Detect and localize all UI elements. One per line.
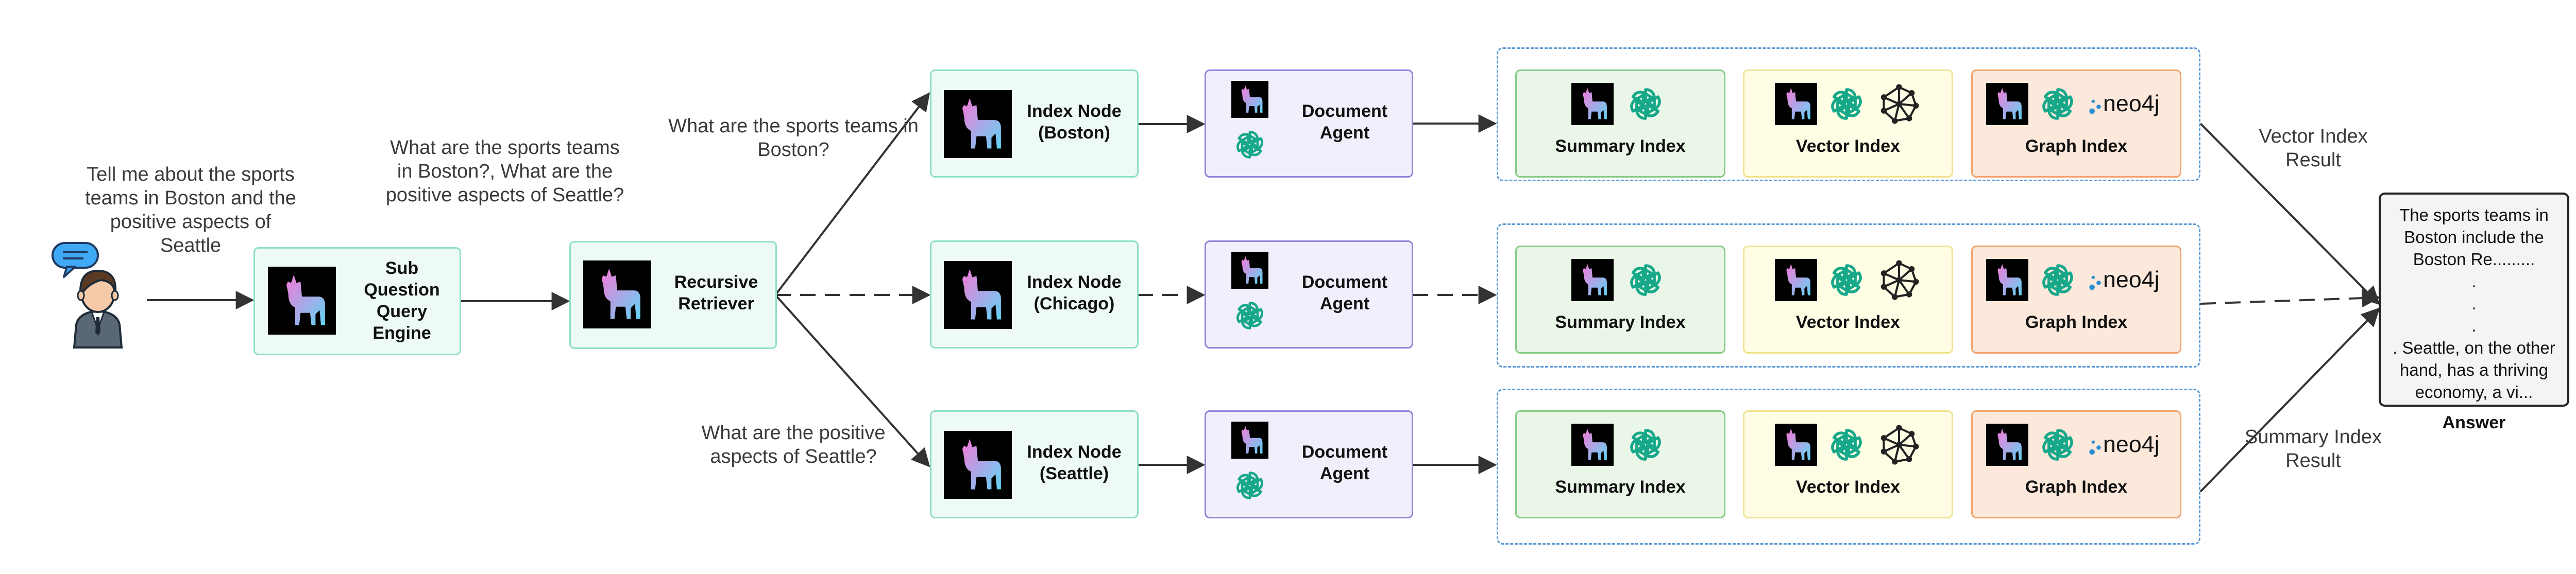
openai-icon bbox=[1826, 260, 1867, 300]
summary-index-label: Summary Index bbox=[1555, 477, 1686, 497]
llama-icon bbox=[944, 90, 1012, 158]
answer-line: Boston Re......... bbox=[2413, 250, 2535, 269]
summary-index-label: Summary Index bbox=[1555, 312, 1686, 332]
vector-index-label: Vector Index bbox=[1795, 312, 1901, 332]
llama-icon bbox=[1231, 81, 1268, 118]
llama-icon bbox=[944, 261, 1012, 329]
neo4j-logo: neo4j bbox=[2087, 87, 2169, 120]
index-node-label: Index Node (Boston) bbox=[1027, 101, 1122, 143]
graph-index-label: Graph Index bbox=[2025, 136, 2128, 156]
graph-network-icon bbox=[1878, 424, 1920, 466]
openai-icon bbox=[2038, 425, 2078, 465]
summary-index-result-label: Summary Index Result bbox=[2244, 426, 2382, 472]
person-icon bbox=[52, 242, 123, 349]
index-node-label: Index Node (Seattle) bbox=[1027, 442, 1122, 483]
document-agent-label: Document Agent bbox=[1301, 442, 1388, 483]
neo4j-wordmark: neo4j bbox=[2103, 431, 2160, 457]
llama-icon bbox=[1775, 83, 1817, 125]
llama-icon bbox=[1775, 259, 1817, 301]
llama-icon bbox=[944, 431, 1012, 499]
document-agent-label: Document Agent bbox=[1301, 101, 1388, 143]
llama-icon bbox=[1571, 83, 1614, 125]
subquestion-combined: What are the sports teams in Boston?, Wh… bbox=[385, 137, 624, 206]
openai-icon bbox=[1826, 84, 1867, 124]
openai-icon bbox=[2038, 260, 2078, 300]
answer-line: hand, has a thriving bbox=[2399, 360, 2549, 379]
openai-icon bbox=[2038, 84, 2078, 124]
neo4j-wordmark: neo4j bbox=[2103, 91, 2160, 116]
answer-line: . bbox=[2471, 316, 2477, 335]
graph-index-label: Graph Index bbox=[2025, 477, 2128, 497]
llama-icon bbox=[1231, 422, 1268, 459]
subquestion-seattle: What are the positive aspects of Seattle… bbox=[701, 422, 886, 467]
openai-icon bbox=[1232, 298, 1267, 333]
arrow-group3-answer bbox=[2199, 307, 2380, 493]
arrow-retriever-seattle bbox=[774, 294, 930, 467]
neo4j-logo: neo4j bbox=[2087, 263, 2169, 296]
engine-label: Sub Question Query Engine bbox=[364, 258, 440, 343]
answer-line: . Seattle, on the other bbox=[2393, 338, 2555, 357]
answer-box: The sports teams in Boston include the B… bbox=[2379, 193, 2569, 407]
openai-icon bbox=[1232, 468, 1267, 503]
arrow-group2-answer bbox=[2200, 289, 2381, 308]
vector-index-label: Vector Index bbox=[1795, 477, 1901, 497]
user-query: Tell me about the sports teams in Boston… bbox=[85, 164, 296, 256]
llama-icon bbox=[1986, 83, 2028, 125]
document-agent-label: Document Agent bbox=[1301, 272, 1388, 314]
index-node-label: Index Node (Chicago) bbox=[1027, 272, 1122, 314]
summary-index-label: Summary Index bbox=[1555, 136, 1686, 156]
summary-index-box bbox=[1515, 69, 1725, 178]
openai-icon bbox=[1625, 260, 1666, 300]
openai-icon bbox=[1625, 84, 1666, 124]
subquestion-boston: What are the sports teams in Boston? bbox=[668, 115, 919, 161]
llama-icon bbox=[583, 260, 651, 328]
llama-icon bbox=[1231, 252, 1268, 289]
index-group bbox=[1497, 223, 2200, 368]
graph-network-icon bbox=[1878, 83, 1920, 125]
answer-line: . bbox=[2471, 272, 2477, 291]
answer-caption: Answer bbox=[2442, 413, 2506, 432]
retriever-label: Recursive Retriever bbox=[674, 272, 758, 314]
index-group bbox=[1497, 47, 2200, 181]
neo4j-wordmark: neo4j bbox=[2103, 267, 2160, 292]
arrow-retriever-boston bbox=[774, 92, 930, 296]
llama-icon bbox=[1571, 259, 1614, 301]
graph-network-icon bbox=[1878, 259, 1920, 301]
llama-icon bbox=[1775, 424, 1817, 466]
llama-icon bbox=[268, 267, 336, 335]
answer-line: . bbox=[2471, 294, 2477, 313]
vector-index-label: Vector Index bbox=[1795, 136, 1901, 156]
summary-index-box bbox=[1515, 246, 1725, 354]
arrow-group1-answer bbox=[2199, 123, 2380, 305]
answer-line: The sports teams in bbox=[2399, 205, 2549, 224]
summary-index-box bbox=[1515, 410, 1725, 518]
llama-icon bbox=[1986, 424, 2028, 466]
neo4j-logo: neo4j bbox=[2087, 428, 2169, 461]
user-avatar bbox=[52, 242, 144, 355]
answer-line: Boston include the bbox=[2404, 228, 2544, 247]
graph-index-label: Graph Index bbox=[2025, 312, 2128, 332]
index-group bbox=[1497, 389, 2200, 545]
llama-icon bbox=[1986, 259, 2028, 301]
answer-line: economy, a vi... bbox=[2415, 382, 2533, 402]
openai-icon bbox=[1826, 425, 1867, 465]
vector-index-result-label: Vector Index Result bbox=[2259, 126, 2368, 171]
llama-icon bbox=[1571, 424, 1614, 466]
openai-icon bbox=[1625, 425, 1666, 465]
openai-icon bbox=[1232, 127, 1267, 162]
